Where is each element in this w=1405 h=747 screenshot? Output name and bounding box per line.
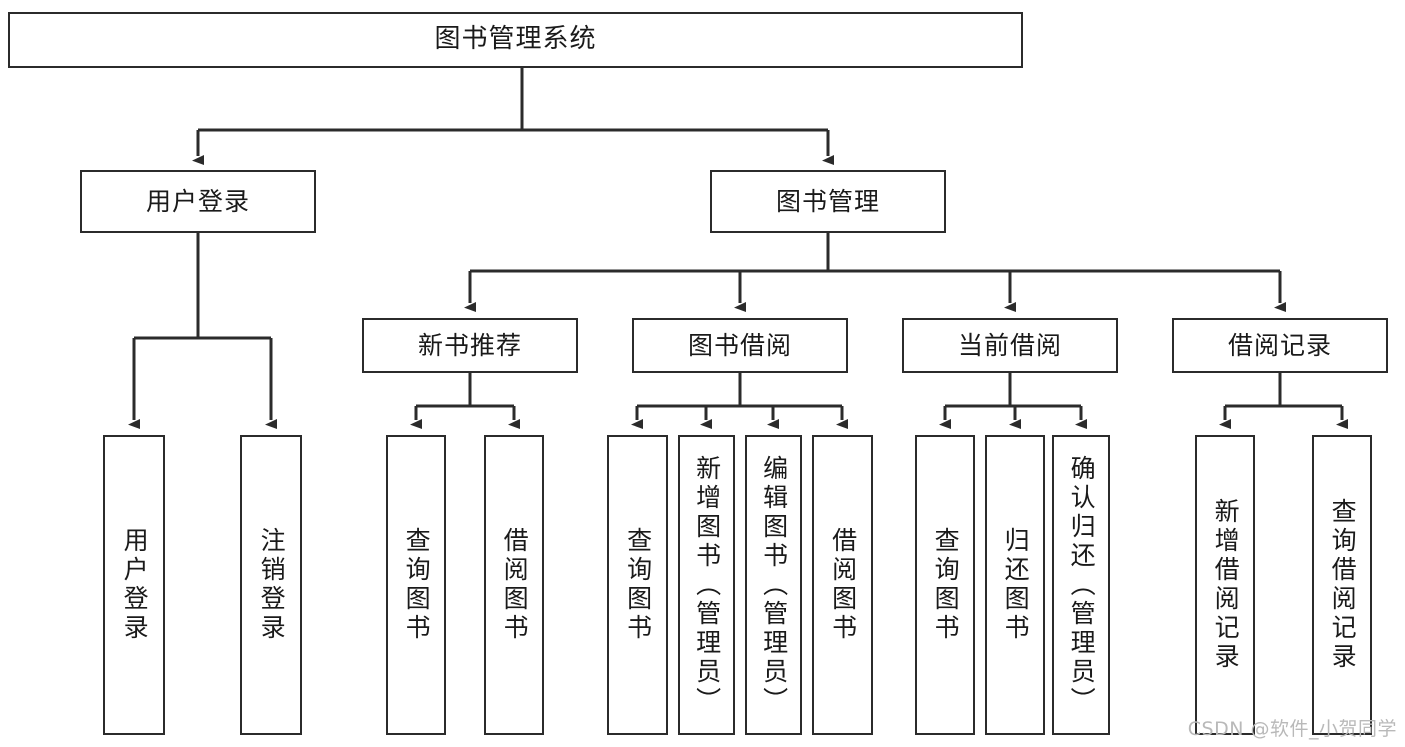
node-label: 注销登录 bbox=[257, 527, 287, 643]
node-label: 查询图书 bbox=[402, 527, 432, 643]
node-leaf-edit-book[interactable]: 编辑图书（管理员） bbox=[745, 435, 802, 735]
node-root-system[interactable]: 图书管理系统 bbox=[8, 12, 1023, 68]
node-borrow-record[interactable]: 借阅记录 bbox=[1172, 318, 1388, 373]
node-label: 图书借阅 bbox=[687, 330, 792, 360]
node-leaf-query-book-2[interactable]: 查询图书 bbox=[607, 435, 668, 735]
node-leaf-logout[interactable]: 注销登录 bbox=[240, 435, 302, 735]
node-leaf-confirm-return[interactable]: 确认归还（管理员） bbox=[1052, 435, 1110, 735]
node-label: 新增图书（管理员） bbox=[692, 454, 722, 716]
watermark: CSDN @软件_小贺同学 bbox=[1187, 718, 1397, 740]
node-label: 查询借阅记录 bbox=[1328, 498, 1358, 672]
node-current-borrow[interactable]: 当前借阅 bbox=[902, 318, 1118, 373]
node-leaf-query-record[interactable]: 查询借阅记录 bbox=[1312, 435, 1372, 735]
node-user-login[interactable]: 用户登录 bbox=[80, 170, 316, 233]
node-leaf-borrow-book-2[interactable]: 借阅图书 bbox=[812, 435, 873, 735]
node-label: 图书管理 bbox=[775, 186, 880, 216]
node-leaf-user-login[interactable]: 用户登录 bbox=[103, 435, 165, 735]
node-label: 图书管理系统 bbox=[434, 24, 597, 55]
node-book-manage[interactable]: 图书管理 bbox=[710, 170, 946, 233]
node-label: 编辑图书（管理员） bbox=[759, 454, 789, 716]
node-label: 用户登录 bbox=[145, 186, 250, 216]
node-label: 借阅记录 bbox=[1227, 330, 1332, 360]
node-label: 借阅图书 bbox=[500, 527, 530, 643]
node-leaf-add-book[interactable]: 新增图书（管理员） bbox=[678, 435, 735, 735]
node-leaf-query-book-3[interactable]: 查询图书 bbox=[915, 435, 975, 735]
node-label: 确认归还（管理员） bbox=[1067, 454, 1097, 716]
node-leaf-borrow-book-1[interactable]: 借阅图书 bbox=[484, 435, 544, 735]
node-leaf-add-record[interactable]: 新增借阅记录 bbox=[1195, 435, 1255, 735]
node-label: 新增借阅记录 bbox=[1211, 498, 1241, 672]
node-label: 查询图书 bbox=[623, 527, 653, 643]
node-new-book-recommend[interactable]: 新书推荐 bbox=[362, 318, 578, 373]
node-label: 借阅图书 bbox=[828, 527, 858, 643]
node-label: 当前借阅 bbox=[957, 330, 1062, 360]
node-label: 归还图书 bbox=[1001, 527, 1031, 643]
node-book-borrow[interactable]: 图书借阅 bbox=[632, 318, 848, 373]
node-label: 新书推荐 bbox=[417, 330, 522, 360]
node-label: 查询图书 bbox=[931, 527, 961, 643]
node-leaf-return-book[interactable]: 归还图书 bbox=[985, 435, 1045, 735]
node-label: 用户登录 bbox=[120, 527, 150, 643]
node-leaf-query-book-1[interactable]: 查询图书 bbox=[386, 435, 446, 735]
